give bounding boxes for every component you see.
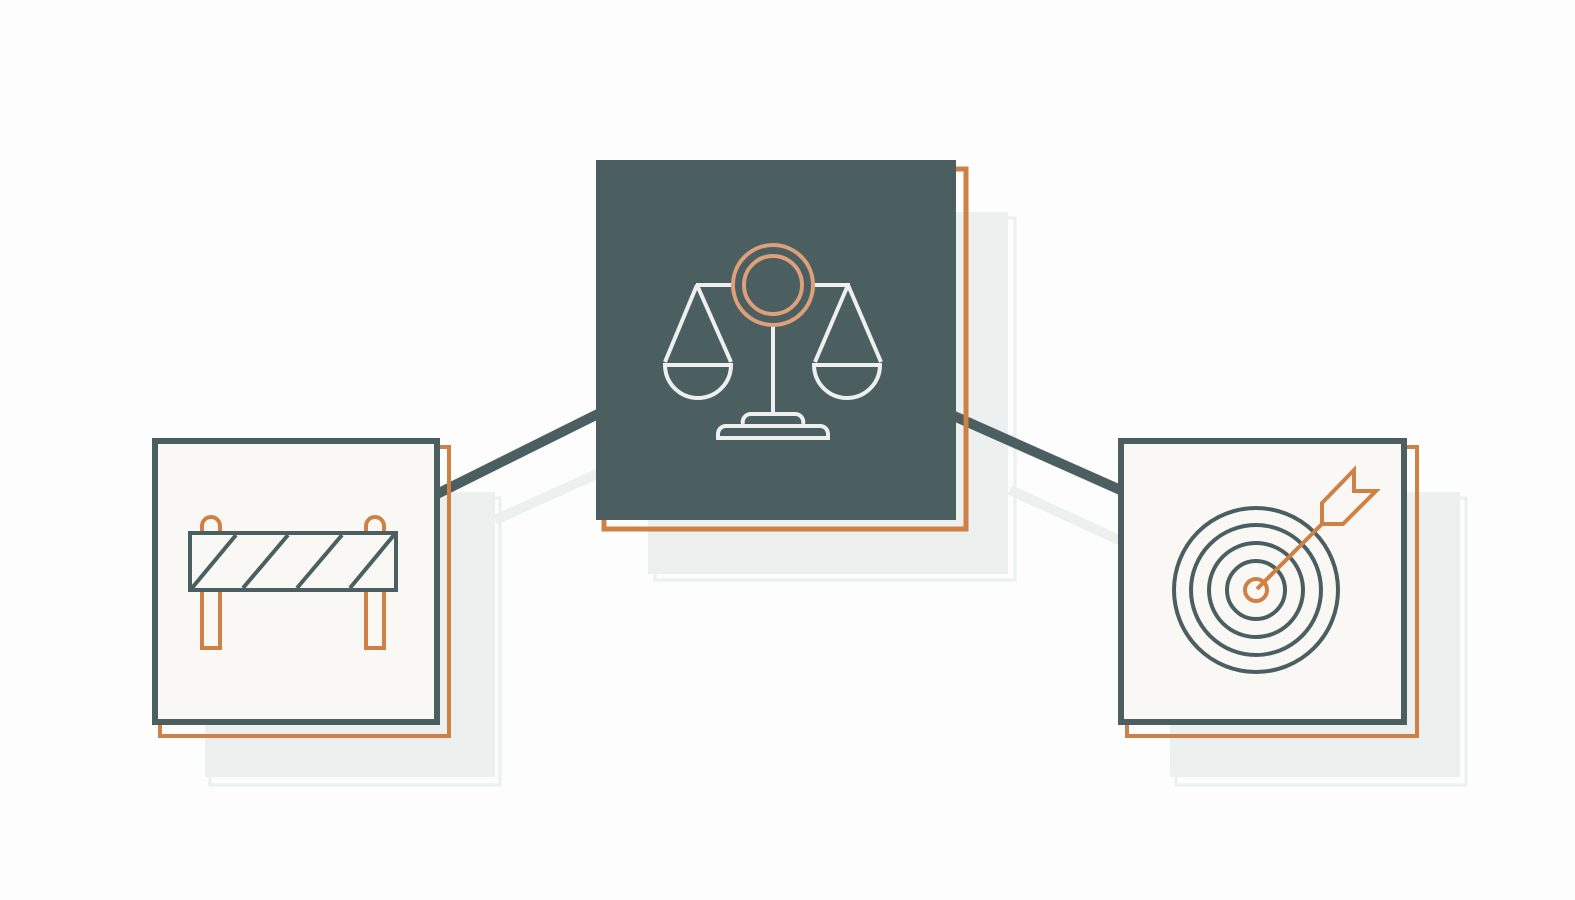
node-obstacle-card (152, 438, 440, 725)
connector-balance-to-goal (942, 407, 1128, 497)
connector-shadow-right (1007, 485, 1133, 550)
target-arrow-icon (1172, 465, 1381, 674)
node-goal (1118, 438, 1419, 738)
node-balance (596, 160, 969, 532)
barrier-icon (188, 515, 398, 650)
node-obstacle (152, 438, 451, 738)
node-balance-card (596, 160, 956, 520)
scales-icon (662, 243, 883, 440)
connector-obstacle-to-balance (432, 403, 613, 500)
